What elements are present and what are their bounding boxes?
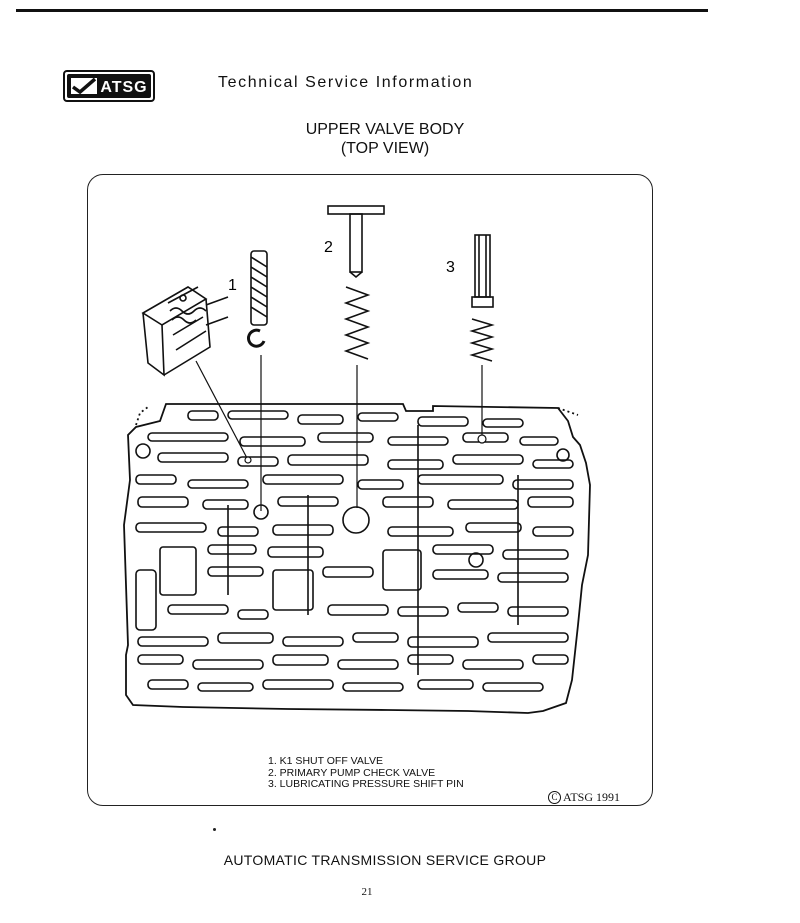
legend: 1. K1 SHUT OFF VALVE 2. PRIMARY PUMP CHE… [268,755,464,791]
leader-lines [195,355,487,511]
copyright-text: ATSG 1991 [563,790,621,804]
legend-item: 2. PRIMARY PUMP CHECK VALVE [268,766,436,779]
header-title: Technical Service Information [218,74,474,91]
footer-organization: AUTOMATIC TRANSMISSION SERVICE GROUP [0,852,800,868]
copyright-icon: C [548,791,561,804]
diagram-panel: 1 2 3 [87,174,653,806]
title-line-2: (TOP VIEW) [340,140,430,157]
legend-item: 3. LUBRICATING PRESSURE SHIFT PIN [268,778,464,790]
callout-2: 2 [324,239,333,256]
top-rule [16,9,708,12]
primary-pump-check-valve [327,205,385,360]
callout-3: 3 [446,259,455,276]
valve-body-outline [123,403,591,714]
copyright-notice: C ATSG 1991 [548,790,620,805]
valve-body-passages [135,410,574,692]
atsg-logo: ATSG [63,70,155,102]
page-number-text: 21 [361,886,373,898]
footer-organization-text: AUTOMATIC TRANSMISSION SERVICE GROUP [223,852,547,868]
lubricating-pressure-shift-pin [469,234,495,362]
speck [213,828,216,831]
svg-text:ATSG: ATSG [100,79,147,96]
k1-shutoff-bracket [141,286,229,377]
callout-1: 1 [228,277,237,294]
page-number: 21 [0,886,800,898]
valve-body-diagram: 1 2 3 [123,205,591,714]
legend-item: 1. K1 SHUT OFF VALVE [268,755,383,767]
title-line-1: UPPER VALVE BODY [305,121,465,138]
k1-shutoff-valve [247,250,268,348]
document-title: UPPER VALVE BODY (TOP VIEW) [0,120,800,158]
